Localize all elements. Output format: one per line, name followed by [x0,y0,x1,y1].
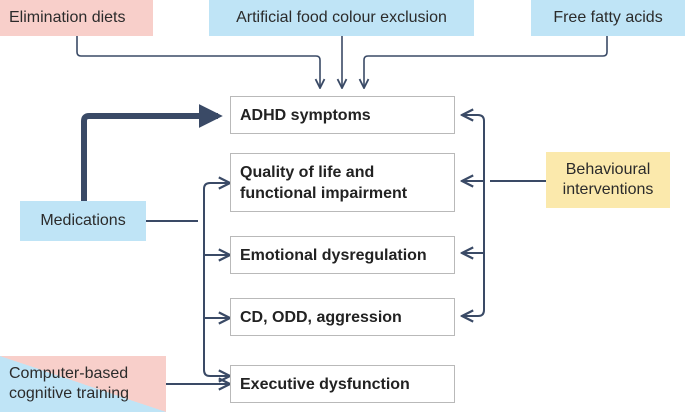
artificial-food-colour-tag: Artificial food colour exclusion [209,0,474,36]
computer-based-training-tag: Computer-based cognitive training [0,356,166,412]
elimination-diets-tag: Elimination diets [0,0,153,36]
executive-dysfunction-box: Executive dysfunction [230,365,455,403]
artificial-food-colour-label: Artificial food colour exclusion [236,9,447,26]
quality-of-life-line2: functional impairment [240,184,408,202]
quality-of-life-line1: Quality of life and [240,163,375,181]
medications-label: Medications [40,212,126,229]
adhd-symptoms-box: ADHD symptoms [230,96,455,134]
elimination-diets-label: Elimination diets [9,9,126,26]
behavioural-interventions-line1: Behavioural [565,161,651,178]
behavioural-interventions-line2: interventions [562,181,654,198]
behavioural-bracket [462,115,546,316]
medications-tag: Medications [20,201,146,241]
emotional-dysregulation-box: Emotional dysregulation [230,236,455,274]
emotional-dysregulation-label: Emotional dysregulation [240,246,427,264]
behavioural-interventions-tag: Behavioural interventions [546,152,670,208]
free-fatty-acids-tag: Free fatty acids [531,0,685,36]
cd-odd-aggression-box: CD, ODD, aggression [230,298,455,336]
computer-based-training-line1: Computer-based [9,365,129,382]
medications-bracket [146,183,230,376]
medications-to-adhd-arrow [81,104,223,202]
cd-odd-aggression-label: CD, ODD, aggression [240,308,402,326]
adhd-symptoms-label: ADHD symptoms [240,106,371,124]
diet-arrows [76,36,608,88]
free-fatty-acids-label: Free fatty acids [553,9,663,26]
executive-dysfunction-label: Executive dysfunction [240,375,410,393]
quality-of-life-box: Quality of life and functional impairmen… [230,153,455,212]
computer-based-training-line2: cognitive training [9,385,130,402]
